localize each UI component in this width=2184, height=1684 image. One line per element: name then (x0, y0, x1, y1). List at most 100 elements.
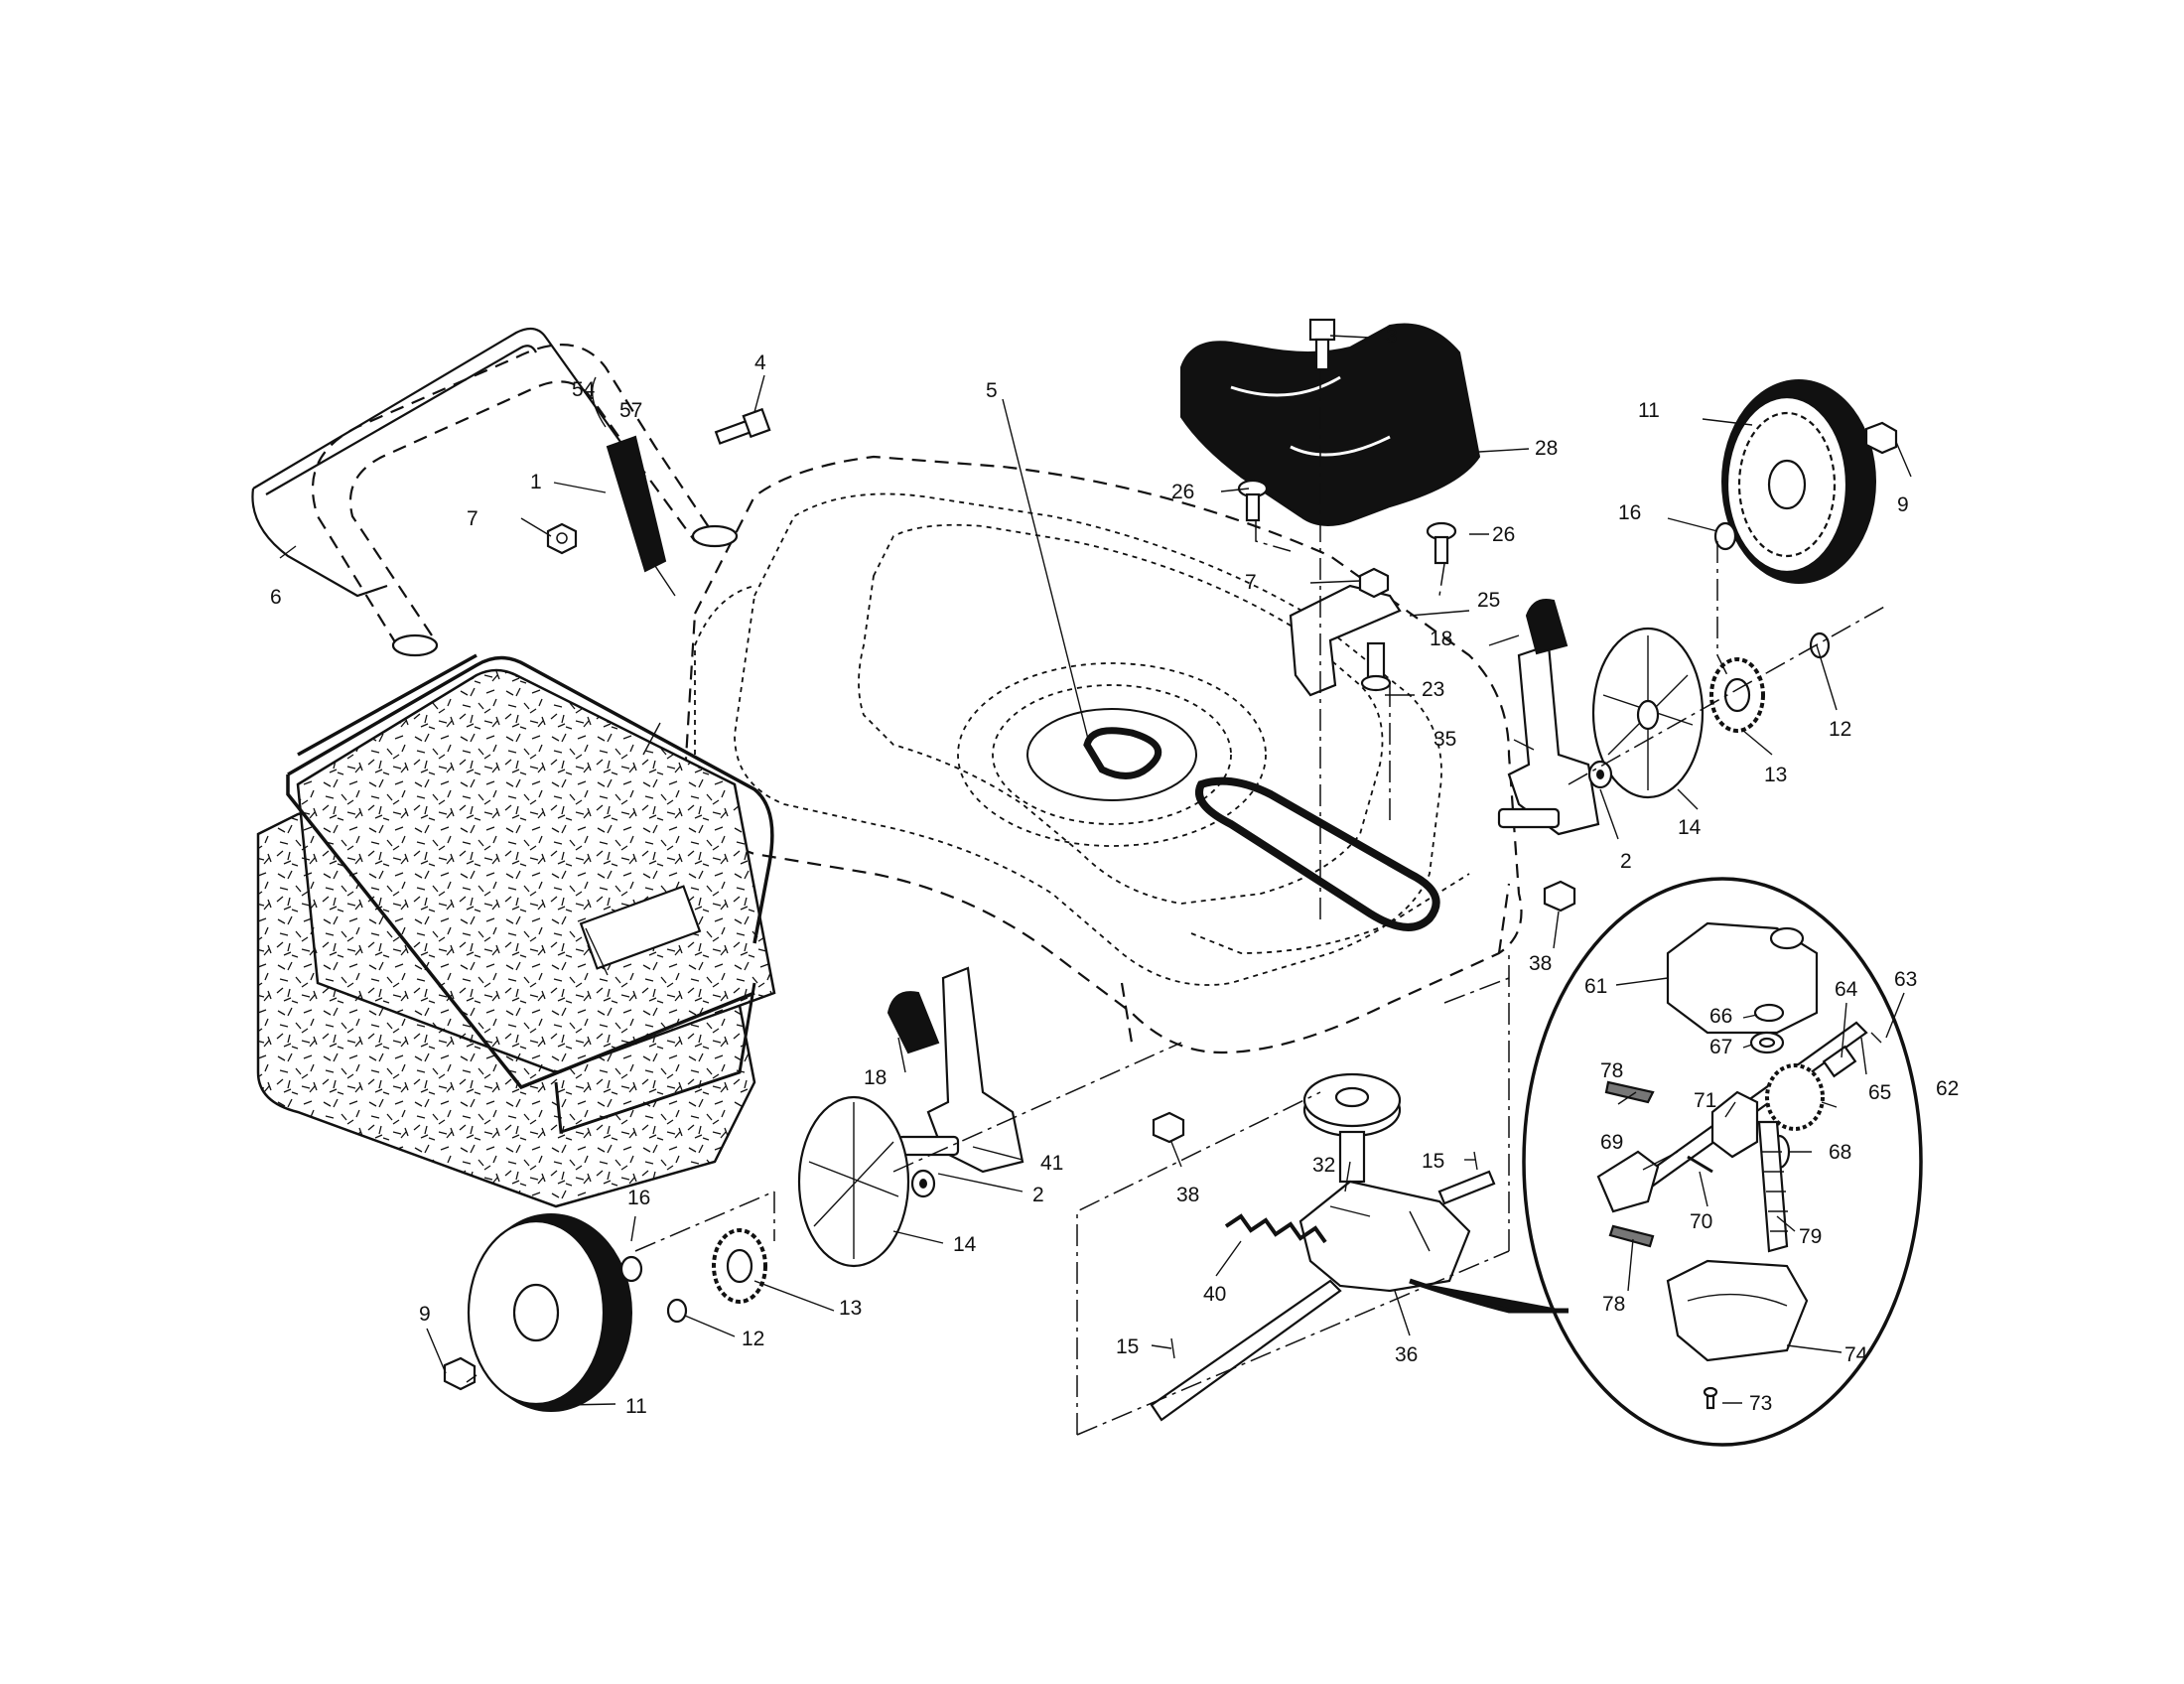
housing-61 (1666, 921, 1819, 1035)
callout-73: 73 (1749, 1392, 1772, 1415)
grass-bag (256, 668, 776, 1208)
nut-7-center (1358, 567, 1390, 599)
bail-control-bar (251, 327, 646, 598)
callout-18-right: 18 (1430, 628, 1452, 650)
callout-28: 28 (1535, 437, 1558, 460)
pulley-32 (1302, 1072, 1402, 1184)
clip-12-left (666, 1298, 688, 1324)
callout-40: 40 (1203, 1283, 1226, 1306)
callout-38-right: 38 (1529, 952, 1552, 975)
callout-36: 36 (1395, 1343, 1418, 1366)
pin-70 (1687, 1155, 1713, 1174)
callout-79: 79 (1799, 1225, 1822, 1248)
shroud-bolt-3 (1308, 318, 1336, 371)
callout-7: 7 (467, 507, 478, 530)
callout-15-lower: 15 (1116, 1335, 1139, 1358)
callout-14-right: 14 (1678, 816, 1702, 839)
axle-shaft (1150, 1170, 1496, 1422)
wheel-nut-9-left (443, 1356, 477, 1391)
bearing-66 (1753, 1003, 1785, 1023)
callout-2-left: 2 (1032, 1184, 1044, 1206)
callout-9-left: 9 (419, 1303, 431, 1326)
wheel-11-right (1721, 379, 1876, 584)
hubcap-14-left (797, 1095, 910, 1268)
callout-26-left: 26 (1171, 481, 1194, 503)
callout-25: 25 (1477, 589, 1500, 612)
cone-69 (1596, 1150, 1660, 1213)
nut-38-left (1152, 1111, 1185, 1144)
washer-16-left (619, 1255, 643, 1283)
height-adjuster-35 (1497, 643, 1600, 836)
callout-78-lower: 78 (1602, 1293, 1625, 1316)
shim-78-upper (1604, 1080, 1655, 1104)
mower-deck (683, 455, 1523, 1054)
callout-13-right: 13 (1764, 764, 1787, 786)
lower-case-74 (1666, 1259, 1809, 1362)
bolt-23 (1360, 641, 1392, 692)
handle-control-1 (592, 376, 676, 597)
callout-71: 71 (1694, 1089, 1716, 1112)
handle-bolt-4 (714, 407, 771, 445)
callout-12-left: 12 (742, 1328, 764, 1350)
hubcap-14-right (1591, 627, 1705, 799)
callout-78-upper: 78 (1600, 1059, 1623, 1082)
callout-57: 57 (619, 399, 642, 422)
engine-shroud-28 (1180, 323, 1481, 526)
shim-78-lower (1608, 1224, 1655, 1248)
callout-26-right: 26 (1492, 523, 1515, 546)
callout-12-right: 12 (1829, 718, 1851, 741)
callout-63: 63 (1894, 968, 1917, 991)
callout-70: 70 (1690, 1210, 1712, 1233)
callout-14-left: 14 (953, 1233, 977, 1256)
callout-11-left: 11 (625, 1395, 647, 1418)
callout-67: 67 (1709, 1036, 1732, 1058)
callout-5: 5 (986, 379, 998, 402)
callout-62: 62 (1936, 1077, 1959, 1100)
callout-4: 4 (754, 351, 766, 374)
callout-35: 35 (1433, 728, 1456, 751)
collar-64 (1822, 1045, 1857, 1078)
callout-13-left: 13 (839, 1297, 862, 1320)
pin-15-lower (1170, 1337, 1175, 1359)
callout-69: 69 (1600, 1131, 1623, 1154)
leader-lines (279, 335, 1912, 1406)
gear-13-left (712, 1228, 767, 1304)
callout-6: 6 (270, 586, 282, 609)
callout-18-left: 18 (864, 1066, 887, 1089)
callout-61: 61 (1584, 975, 1607, 998)
callout-labels: 1 4 7 6 5 54 57 3 28 26 26 7 25 23 18 35… (270, 325, 1959, 1418)
callout-41: 41 (1040, 1152, 1063, 1175)
callout-16-right: 16 (1618, 501, 1641, 524)
gear-13-right (1709, 657, 1765, 733)
clutch-71 (1710, 1090, 1759, 1159)
callout-54: 54 (572, 378, 596, 401)
drive-belt (1083, 727, 1440, 931)
callout-66: 66 (1709, 1005, 1732, 1028)
callout-9-right: 9 (1897, 493, 1909, 516)
washer-16-right (1713, 521, 1737, 551)
callout-16-left: 16 (627, 1187, 650, 1209)
callout-7-center: 7 (1245, 571, 1257, 594)
bearing-67 (1749, 1031, 1785, 1054)
callout-68: 68 (1829, 1141, 1851, 1164)
callout-11-right: 11 (1638, 399, 1660, 422)
callout-3: 3 (1386, 325, 1398, 348)
callout-38-left: 38 (1176, 1184, 1199, 1206)
callout-64: 64 (1835, 978, 1858, 1001)
adjuster-knob-18-right (1525, 599, 1569, 655)
pin-63 (1870, 1032, 1882, 1044)
wheel-nut-9-right (1864, 421, 1898, 455)
height-adjuster-41 (896, 966, 1024, 1174)
callout-32: 32 (1312, 1154, 1335, 1177)
callout-65: 65 (1868, 1081, 1891, 1104)
screw-26-left (1237, 479, 1269, 522)
callout-23: 23 (1422, 678, 1444, 701)
transmission-detail-inset (1522, 877, 1923, 1447)
washer-2-left (910, 1169, 936, 1198)
transmission-36 (1298, 1180, 1471, 1293)
callout-74: 74 (1844, 1343, 1868, 1366)
handle-nut-7 (546, 522, 578, 555)
spring-40 (1224, 1213, 1327, 1244)
callout-15-upper: 15 (1422, 1150, 1444, 1173)
